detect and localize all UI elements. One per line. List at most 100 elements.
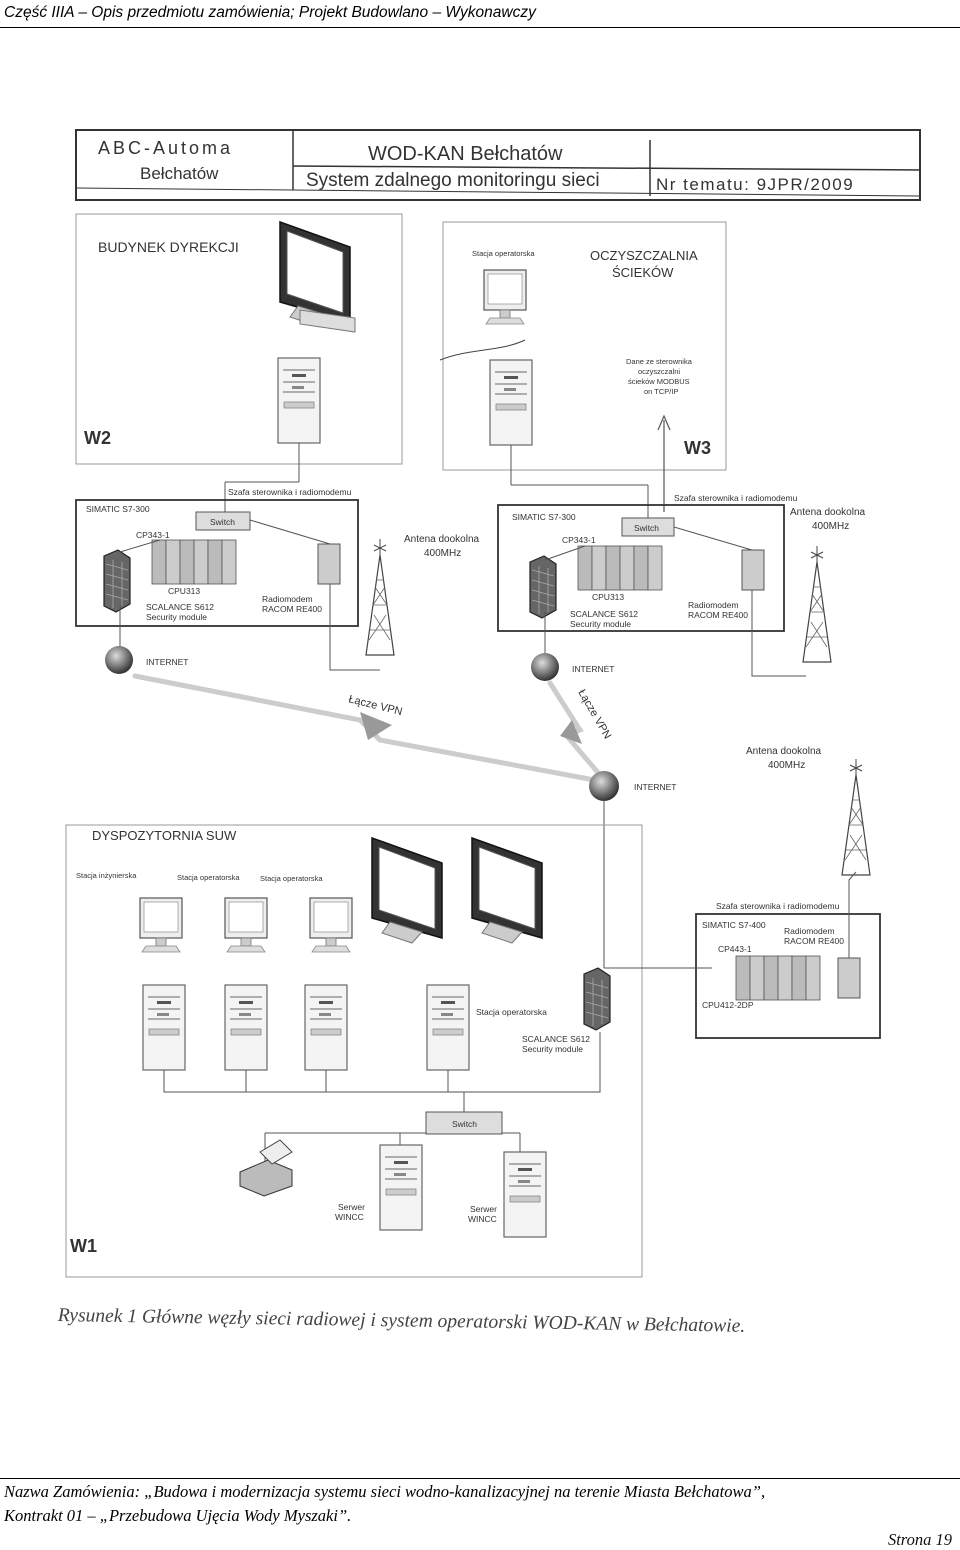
vpn-links: Łącze VPN Łącze VPN xyxy=(132,673,613,785)
w1-big-monitor-2 xyxy=(471,837,543,944)
w3-switch-label: Switch xyxy=(634,523,659,533)
node-w2: BUDYNEK DYREKCJI W2 Szafa sterownika i r… xyxy=(75,213,480,674)
company-city: Bełchatów xyxy=(140,164,219,183)
w2-cp-label: CP343-1 xyxy=(136,530,170,540)
w3-title-2: ŚCIEKÓW xyxy=(612,265,674,280)
w1-radio-model: RACOM RE400 xyxy=(784,936,844,946)
w3-antenna xyxy=(802,545,832,663)
w2-security-label: Security module xyxy=(146,612,207,622)
w1-server2-label: Serwer xyxy=(470,1204,497,1214)
project-name: WOD-KAN Bełchatów xyxy=(368,143,563,165)
w1-cabinet-label: Szafa sterownika i radiomodemu xyxy=(716,901,840,911)
w3-scalance-label: SCALANCE S612 xyxy=(570,609,638,619)
w3-radiomodem xyxy=(741,549,765,591)
w3-radio-label: Radiomodem xyxy=(688,600,739,610)
w2-radio-label: Radiomodem xyxy=(262,594,313,604)
w1-server-1 xyxy=(379,1144,423,1231)
w2-radiomodem xyxy=(317,543,341,585)
w1-server-2 xyxy=(503,1151,547,1238)
w2-switch-label: Switch xyxy=(210,517,235,527)
vpn-label-1: Łącze VPN xyxy=(347,693,403,718)
w3-cabinet xyxy=(497,504,785,632)
w2-scalance-label: SCALANCE S612 xyxy=(146,602,214,612)
w2-firewall xyxy=(103,549,131,613)
w3-cp-label: CP343-1 xyxy=(562,535,596,545)
w3-title-1: OCZYSZCZALNIA xyxy=(590,248,698,263)
w3-antenna-label: Antena dookolna xyxy=(790,507,866,518)
w1-antenna-label: Antena dookolna xyxy=(746,746,822,757)
w1-radio-label: Radiomodem xyxy=(784,926,835,936)
w1-station-op2-label: Stacja operatorska xyxy=(260,874,323,883)
w1-firewall xyxy=(583,967,611,1031)
w3-antenna-freq: 400MHz xyxy=(812,521,849,532)
w2-antenna-label: Antena dookolna xyxy=(404,534,480,545)
w1-eng-monitor xyxy=(139,897,183,953)
node-w1: INTERNET Antena dookolna 400MHz DYSPOZYT… xyxy=(65,746,881,1278)
w1-tag: W1 xyxy=(70,1236,97,1256)
w2-antenna xyxy=(365,538,395,656)
w2-switch xyxy=(195,511,251,531)
w1-big-monitor-1 xyxy=(371,837,443,944)
w3-cabinet-label: Szafa sterownika i radiomodemu xyxy=(674,493,798,503)
w1-plc-rack xyxy=(735,955,821,1001)
w3-plc-label: SIMATIC S7-300 xyxy=(512,512,576,522)
w1-printer xyxy=(239,1139,293,1197)
w1-server2-sw: WINCC xyxy=(468,1214,497,1224)
w3-note-3: ścieków MODBUS xyxy=(628,377,690,386)
w3-firewall xyxy=(529,555,557,619)
w1-server1-sw: WINCC xyxy=(335,1212,364,1222)
project-system: System zdalnego monitoringu sieci xyxy=(306,170,600,191)
w2-antenna-freq: 400MHz xyxy=(424,548,461,559)
w2-internet-label: INTERNET xyxy=(146,657,189,667)
w1-pc-1 xyxy=(142,984,186,1071)
w2-radio-model: RACOM RE400 xyxy=(262,604,322,614)
w1-server1-label: Serwer xyxy=(338,1202,365,1212)
node-w3: Stacja operatorska OCZYSZCZALNIA ŚCIEKÓW… xyxy=(439,221,866,681)
w1-antenna xyxy=(841,758,871,876)
w1-pc-3 xyxy=(304,984,348,1071)
w3-internet-globe xyxy=(531,653,559,681)
w3-plc-rack xyxy=(577,545,663,591)
w1-title: DYSPOZYTORNIA SUW xyxy=(92,828,237,843)
w1-station-op3-label: Stacja operatorska xyxy=(476,1007,547,1017)
w1-radiomodem xyxy=(837,957,861,999)
w3-note-4: on TCP/IP xyxy=(644,387,678,396)
title-block: ABC-Automa Bełchatów WOD-KAN Bełchatów S… xyxy=(75,129,921,201)
w1-station-eng-label: Stacja inżynierska xyxy=(76,871,137,880)
page-number: Strona 19 xyxy=(887,1530,952,1549)
company-name: ABC-Automa xyxy=(98,138,233,158)
w1-op2-monitor xyxy=(309,897,353,953)
w3-note-1: Dane ze sterownika xyxy=(626,357,693,366)
w1-internet-label: INTERNET xyxy=(634,782,677,792)
w1-cabinet xyxy=(695,913,881,1039)
topic-number: Nr tematu: 9JPR/2009 xyxy=(656,175,854,194)
w2-cabinet xyxy=(75,499,359,627)
w1-switch-label: Switch xyxy=(452,1119,477,1129)
w1-cp-label: CP443-1 xyxy=(718,944,752,954)
page-header: Część IIIA – Opis przedmiotu zamówienia;… xyxy=(4,4,536,21)
w1-pc-2 xyxy=(224,984,268,1071)
w2-plc-rack xyxy=(151,539,237,585)
w1-cpu-label: CPU412-2DP xyxy=(702,1000,754,1010)
w2-cabinet-label: Szafa sterownika i radiomodemu xyxy=(228,487,352,497)
w3-security-label: Security module xyxy=(570,619,631,629)
footer-line-2: Kontrakt 01 – „Przebudowa Ujęcia Wody My… xyxy=(4,1506,352,1525)
footer-line-1: Nazwa Zamówienia: „Budowa i modernizacja… xyxy=(4,1482,766,1501)
w3-cpu-label: CPU313 xyxy=(592,592,624,602)
w2-plc-label: SIMATIC S7-300 xyxy=(86,504,150,514)
w1-station-op1-label: Stacja operatorska xyxy=(177,873,240,882)
vpn-label-2: Łącze VPN xyxy=(575,688,613,742)
w1-security-label: Security module xyxy=(522,1044,583,1054)
network-diagram: ABC-Automa Bełchatów WOD-KAN Bełchatów S… xyxy=(65,129,921,1278)
header-rule xyxy=(0,27,960,28)
w2-internet-globe xyxy=(105,646,133,674)
w2-monitor-base xyxy=(299,309,356,333)
w3-station-label: Stacja operatorska xyxy=(472,249,535,258)
w3-radio-model: RACOM RE400 xyxy=(688,610,748,620)
w1-op1-monitor xyxy=(224,897,268,953)
w3-note-2: oczyszczalni xyxy=(638,367,680,376)
w1-plc-label: SIMATIC S7-400 xyxy=(702,920,766,930)
w2-monitor xyxy=(279,221,351,328)
w1-internet-globe xyxy=(589,771,619,801)
w1-pc-4 xyxy=(426,984,470,1071)
